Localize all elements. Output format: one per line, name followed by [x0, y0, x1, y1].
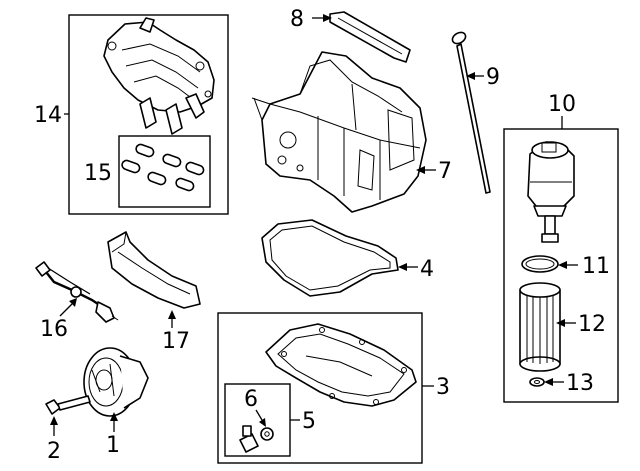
- callout-11: 11: [582, 254, 610, 279]
- heat-shield-bracket: [107, 231, 201, 309]
- callout-13: 13: [566, 371, 594, 396]
- oil-dipstick: [451, 31, 491, 194]
- callout-6: 6: [244, 387, 258, 412]
- oil-pan-gasket: [261, 219, 399, 297]
- filter-washer: [529, 377, 545, 387]
- oil-baffle-strip: [329, 11, 411, 63]
- crankshaft-pulley: [83, 347, 149, 417]
- intake-manifold: [103, 17, 215, 135]
- oil-filter-group-box: [503, 128, 619, 403]
- leader-lines: [50, 14, 578, 436]
- drain-plug: [239, 425, 259, 453]
- pulley-bolt: [45, 395, 91, 415]
- callout-10: 10: [548, 92, 576, 117]
- callout-12: 12: [578, 312, 606, 337]
- oil-pan-group-box: [217, 312, 423, 464]
- callout-8: 8: [290, 7, 304, 32]
- callout-9: 9: [486, 65, 500, 90]
- callout-2: 2: [47, 439, 61, 464]
- callout-15: 15: [84, 161, 112, 186]
- callout-16: 16: [40, 317, 68, 342]
- oil-filter-o-ring: [521, 255, 559, 273]
- upper-oil-pan: [251, 51, 427, 213]
- oil-filter-element: [519, 282, 561, 372]
- gasket-set-group-box: [118, 135, 211, 208]
- callout-4: 4: [420, 257, 434, 282]
- callout-14: 14: [34, 103, 62, 128]
- oil-filter-cap: [527, 141, 575, 243]
- sensor-harness: [35, 261, 119, 323]
- callout-7: 7: [438, 159, 452, 184]
- drain-plug-washer: [260, 427, 274, 441]
- callout-17: 17: [162, 329, 190, 354]
- callout-5: 5: [302, 409, 316, 434]
- callout-3: 3: [436, 375, 450, 400]
- lower-oil-pan: [265, 323, 417, 407]
- callout-1: 1: [106, 433, 120, 458]
- intake-gaskets: [121, 143, 205, 192]
